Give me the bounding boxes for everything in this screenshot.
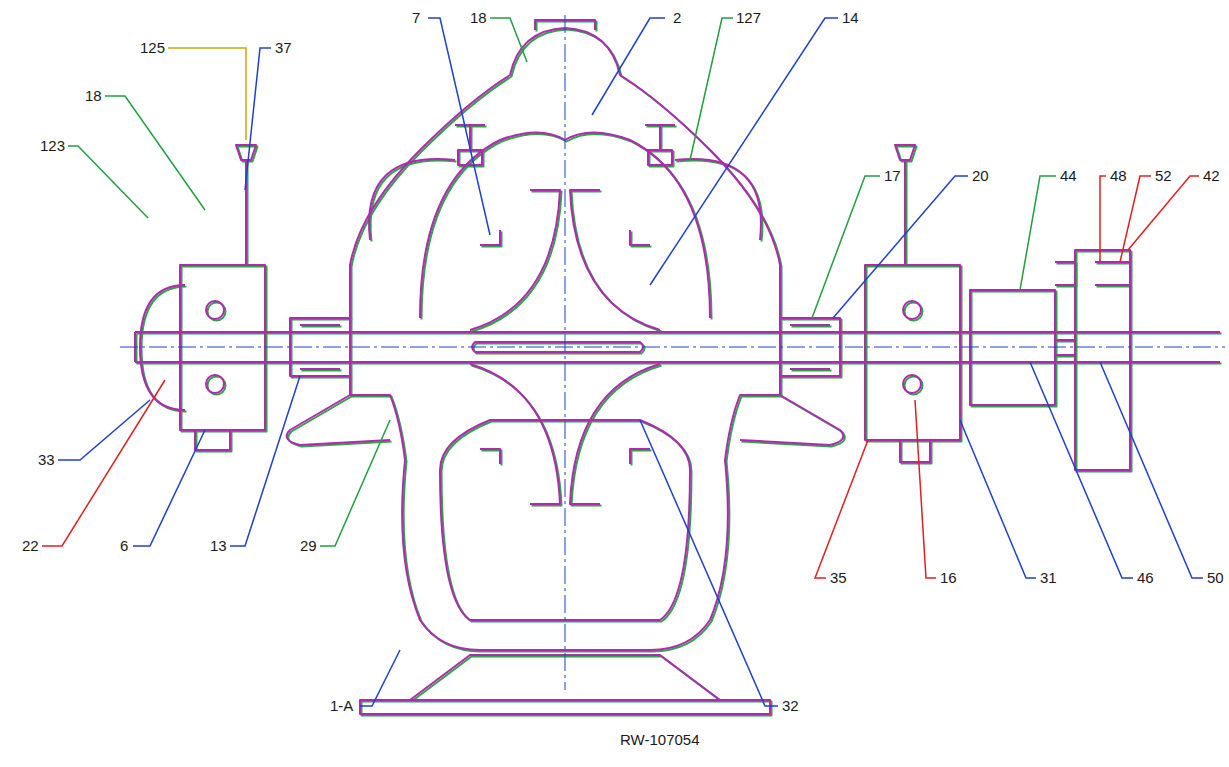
callout-number: 22	[22, 538, 39, 554]
callout-number: 13	[210, 538, 227, 554]
callout-number: 29	[300, 538, 317, 554]
callout-number: 17	[884, 168, 901, 184]
callout-number: 48	[1110, 168, 1127, 184]
callout-number: 20	[972, 168, 989, 184]
callout-number: 50	[1207, 570, 1224, 586]
callout-number: 18	[85, 88, 102, 104]
callout-number: 37	[275, 40, 292, 56]
callout-number: 33	[38, 452, 55, 468]
drawing-number: RW-107054	[620, 732, 700, 748]
callout-number: 32	[782, 698, 799, 714]
callout-number: 46	[1137, 570, 1154, 586]
callout-number: 52	[1155, 168, 1172, 184]
callout-number: 44	[1060, 168, 1077, 184]
callout-number: 35	[830, 570, 847, 586]
callout-number: 127	[736, 10, 761, 26]
callout-number: 2	[673, 10, 681, 26]
callout-number: 14	[842, 10, 859, 26]
callout-number: 6	[120, 538, 128, 554]
callout-number: 16	[940, 570, 957, 586]
callout-number: 18	[470, 10, 487, 26]
callout-number: 1-A	[330, 698, 353, 714]
callout-number: 31	[1040, 570, 1057, 586]
callout-number: 7	[412, 10, 420, 26]
callout-number: 42	[1203, 168, 1220, 184]
callout-number: 123	[40, 138, 65, 154]
callout-number: 125	[140, 40, 165, 56]
